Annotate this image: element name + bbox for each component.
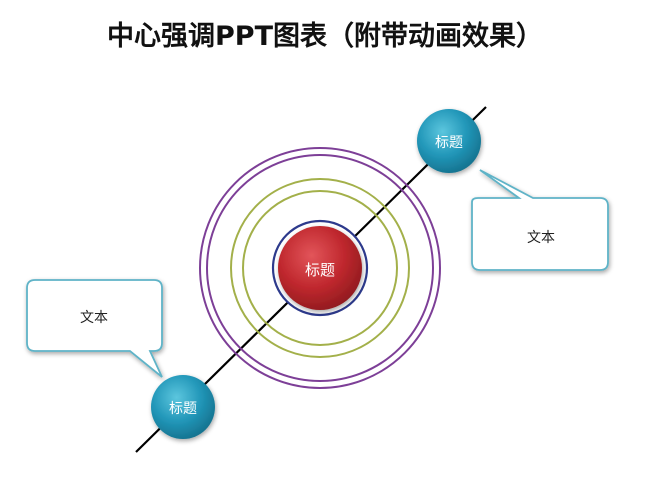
callout-left-bubble xyxy=(26,279,163,378)
outer-ring-pair xyxy=(199,147,441,389)
callout-right-text: 文本 xyxy=(527,230,555,246)
middle-ring-pair xyxy=(230,178,410,358)
center-node-label: 标题 xyxy=(305,261,335,279)
callout-right-bubble xyxy=(471,169,609,271)
page-title: 中心强调PPT图表（附带动画效果） xyxy=(107,21,543,52)
callout-left-text: 文本 xyxy=(80,310,108,326)
satellite-node-top-right-label: 标题 xyxy=(435,135,463,151)
satellite-node-top-right[interactable]: 标题 xyxy=(417,109,481,173)
satellite-node-bottom-left-label: 标题 xyxy=(169,401,197,417)
callout-left[interactable]: 文本 xyxy=(26,279,163,378)
center-node[interactable]: 标题 xyxy=(278,226,362,310)
callout-right[interactable]: 文本 xyxy=(471,169,609,271)
satellite-node-bottom-left[interactable]: 标题 xyxy=(151,375,215,439)
